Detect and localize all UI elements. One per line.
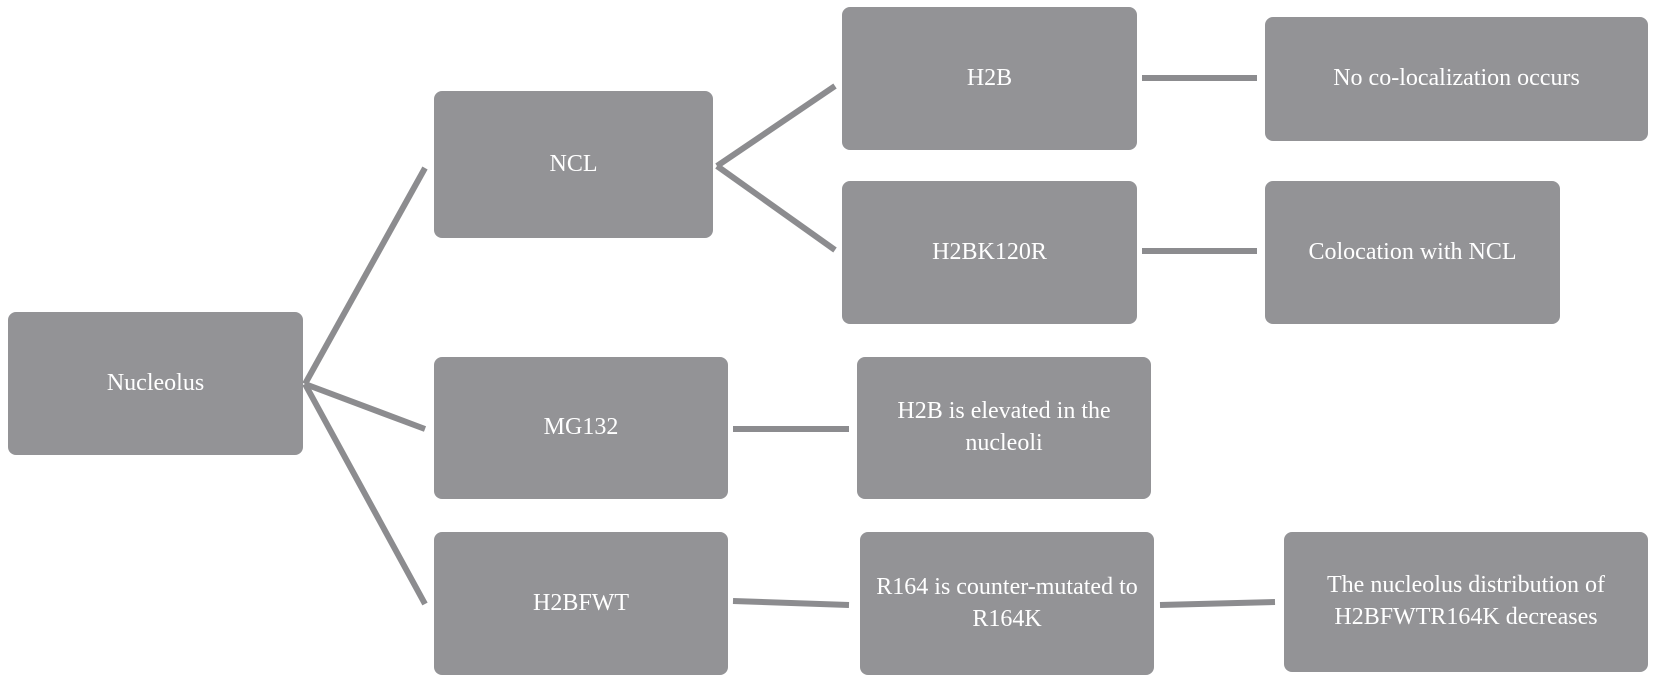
node-distribution-decrease-label: The nucleolus distribution of H2BFWTR164… [1327,572,1605,630]
node-nucleolus: Nucleolus [8,312,303,455]
node-h2b-elevated: H2B is elevated in the nucleoli [857,357,1151,499]
node-no-colocalization: No co-localization occurs [1265,17,1648,141]
node-h2bfwt: H2BFWT [434,532,728,675]
node-h2b: H2B [842,7,1137,150]
node-r164-mutation: R164 is counter-mutated to R164K [860,532,1154,675]
node-distribution-decrease: The nucleolus distribution of H2BFWTR164… [1284,532,1648,672]
connector-nucleolus-ncl [302,166,428,386]
connector-h2bfwt-r164 [732,598,850,608]
node-r164-mutation-label: R164 is counter-mutated to R164K [876,573,1138,632]
node-h2b-elevated-label: H2B is elevated in the nucleoli [897,398,1111,456]
node-mg132: MG132 [434,357,728,499]
node-colocation-ncl: Colocation with NCL [1265,181,1560,324]
node-mg132-label: MG132 [543,414,619,441]
connector-nucleolus-h2bfwt [302,382,428,606]
node-h2b-label: H2B [966,64,1013,91]
node-ncl: NCL [434,91,713,238]
connector-ncl-h2b [715,83,837,169]
node-nucleolus-label: Nucleolus [106,369,205,396]
node-no-colocalization-label: No co-localization occurs [1333,65,1580,92]
node-h2bk120r-label: H2BK120R [932,238,1047,265]
connector-r164-distribution [1159,599,1276,608]
node-h2bfwt-label: H2BFWT [533,589,629,616]
node-h2bk120r: H2BK120R [842,181,1137,324]
connector-nucleolus-mg132 [303,381,427,432]
connector-ncl-h2bk120r [715,163,837,253]
node-colocation-ncl-label: Colocation with NCL [1308,238,1517,265]
node-ncl-label: NCL [549,150,598,177]
